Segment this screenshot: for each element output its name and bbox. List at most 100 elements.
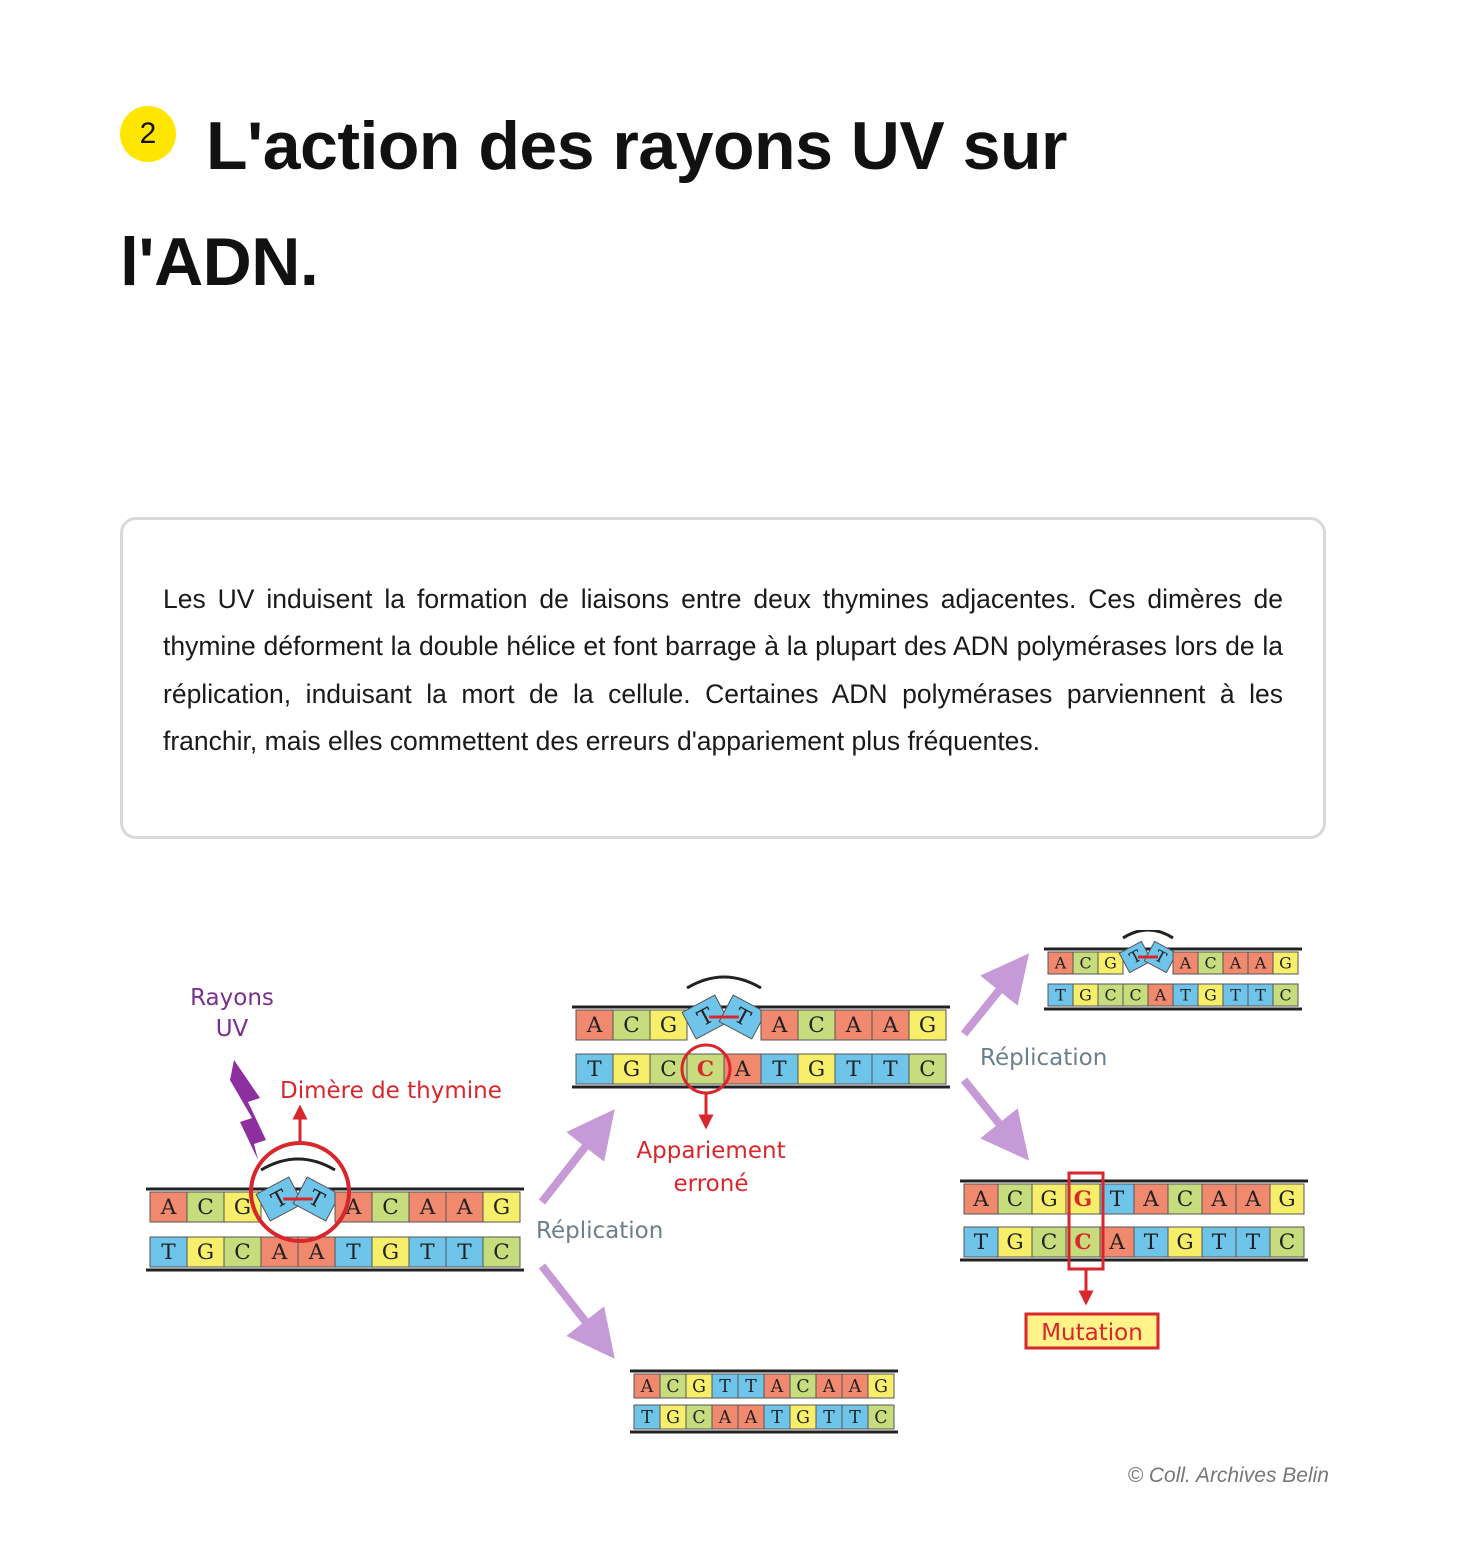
base-cell bbox=[371, 1191, 410, 1223]
base-letter: A bbox=[160, 1195, 177, 1220]
base-G: G bbox=[1272, 951, 1299, 975]
base-cell bbox=[997, 1226, 1033, 1258]
base-cell bbox=[612, 1009, 651, 1041]
base-letter: C bbox=[692, 1408, 705, 1428]
base-cell bbox=[1235, 1183, 1271, 1215]
base-cell bbox=[1031, 1226, 1067, 1258]
base-C: C bbox=[1072, 951, 1099, 975]
base-C: C bbox=[867, 1404, 895, 1430]
base-letter: G bbox=[1279, 953, 1292, 972]
base-G: G bbox=[797, 1053, 836, 1085]
base-letter: A bbox=[1108, 1230, 1125, 1255]
base-T: T bbox=[718, 994, 767, 1040]
base-C: C bbox=[789, 1373, 817, 1399]
base-letter: G bbox=[1104, 953, 1117, 972]
base-A: A bbox=[1172, 951, 1199, 975]
base-G: G bbox=[1065, 1183, 1101, 1215]
dimer-circle bbox=[249, 1141, 351, 1243]
base-letter: A bbox=[744, 1408, 758, 1428]
base-cell bbox=[1201, 1226, 1237, 1258]
base-cell bbox=[186, 1236, 225, 1268]
base-G: G bbox=[482, 1191, 521, 1223]
base-cell bbox=[686, 1053, 725, 1085]
base-C: C bbox=[1031, 1226, 1067, 1258]
base-letter: A bbox=[1054, 953, 1067, 972]
base-letter: C bbox=[796, 1377, 809, 1397]
base-T: T bbox=[408, 1236, 447, 1268]
base-cell bbox=[760, 1009, 799, 1041]
base-cell bbox=[834, 1053, 873, 1085]
mutation-label-box bbox=[1024, 1312, 1160, 1350]
base-letter: G bbox=[493, 1195, 510, 1220]
base-letter: T bbox=[771, 1408, 783, 1428]
base-T: T bbox=[1235, 1226, 1271, 1258]
base-C: C bbox=[685, 1404, 713, 1430]
base-G: G bbox=[908, 1009, 947, 1041]
base-cell bbox=[1143, 940, 1178, 974]
base-cell bbox=[867, 1373, 895, 1399]
base-A: A bbox=[763, 1373, 791, 1399]
base-A: A bbox=[711, 1404, 739, 1430]
base-letter: T bbox=[1255, 985, 1266, 1004]
base-G: G bbox=[1072, 983, 1099, 1007]
base-G: G bbox=[1197, 983, 1224, 1007]
base-A: A bbox=[1247, 951, 1274, 975]
base-A: A bbox=[408, 1191, 447, 1223]
uv-lightning-icon bbox=[230, 1060, 266, 1160]
base-G: G bbox=[612, 1053, 651, 1085]
title-block: 2 L'action des rayons UV sur l'ADN. bbox=[120, 88, 1220, 320]
base-T: T bbox=[1201, 1226, 1237, 1258]
base-cell bbox=[1269, 1183, 1305, 1215]
base-cell bbox=[834, 1009, 873, 1041]
base-letter: G bbox=[1006, 1230, 1023, 1255]
base-C: C bbox=[1197, 951, 1224, 975]
info-box: Les UV induisent la formation de liaison… bbox=[120, 517, 1326, 839]
base-T: T bbox=[292, 1176, 341, 1222]
base-letter: T bbox=[641, 1408, 653, 1428]
base-letter: G bbox=[1176, 1230, 1193, 1255]
label-dimere: Dimère de thymine bbox=[280, 1078, 502, 1104]
base-letter: A bbox=[1154, 985, 1167, 1004]
base-cell bbox=[255, 1176, 304, 1222]
base-A: A bbox=[1147, 983, 1174, 1007]
base-C: C bbox=[1272, 983, 1299, 1007]
base-letter: G bbox=[874, 1377, 888, 1397]
base-letter: G bbox=[1278, 1187, 1295, 1212]
base-cell bbox=[408, 1191, 447, 1223]
base-letter: C bbox=[493, 1240, 510, 1265]
base-cell bbox=[659, 1404, 687, 1430]
base-cell bbox=[1167, 1183, 1203, 1215]
base-letter: C bbox=[1279, 1230, 1296, 1255]
base-letter: T bbox=[1246, 1230, 1261, 1255]
base-cell bbox=[760, 1053, 799, 1085]
base-letter: T bbox=[1110, 1187, 1125, 1212]
base-T: T bbox=[760, 1053, 799, 1085]
base-T: T bbox=[1143, 940, 1178, 974]
base-letter: A bbox=[271, 1240, 288, 1265]
base-cell bbox=[1099, 1183, 1135, 1215]
base-letter: T bbox=[1212, 1230, 1227, 1255]
base-letter: G bbox=[1079, 985, 1092, 1004]
label-replication-1: Réplication bbox=[536, 1218, 663, 1244]
base-cell bbox=[186, 1191, 225, 1223]
dimer-bond bbox=[260, 1157, 336, 1172]
base-letter: C bbox=[808, 1013, 825, 1038]
base-letter: C bbox=[666, 1377, 679, 1397]
base-T: T bbox=[737, 1373, 765, 1399]
base-C: C bbox=[371, 1191, 410, 1223]
base-letter: C bbox=[1204, 953, 1216, 972]
base-letter: T bbox=[420, 1240, 435, 1265]
base-cell bbox=[1133, 1226, 1169, 1258]
base-letter: G bbox=[660, 1013, 677, 1038]
dimer-bond bbox=[1122, 930, 1174, 940]
base-letter: T bbox=[772, 1057, 787, 1082]
base-cell bbox=[871, 1053, 910, 1085]
base-letter: A bbox=[845, 1013, 862, 1038]
base-A: A bbox=[963, 1183, 999, 1215]
base-letter: A bbox=[771, 1013, 788, 1038]
base-letter: T bbox=[1180, 985, 1191, 1004]
base-cell bbox=[963, 1226, 999, 1258]
